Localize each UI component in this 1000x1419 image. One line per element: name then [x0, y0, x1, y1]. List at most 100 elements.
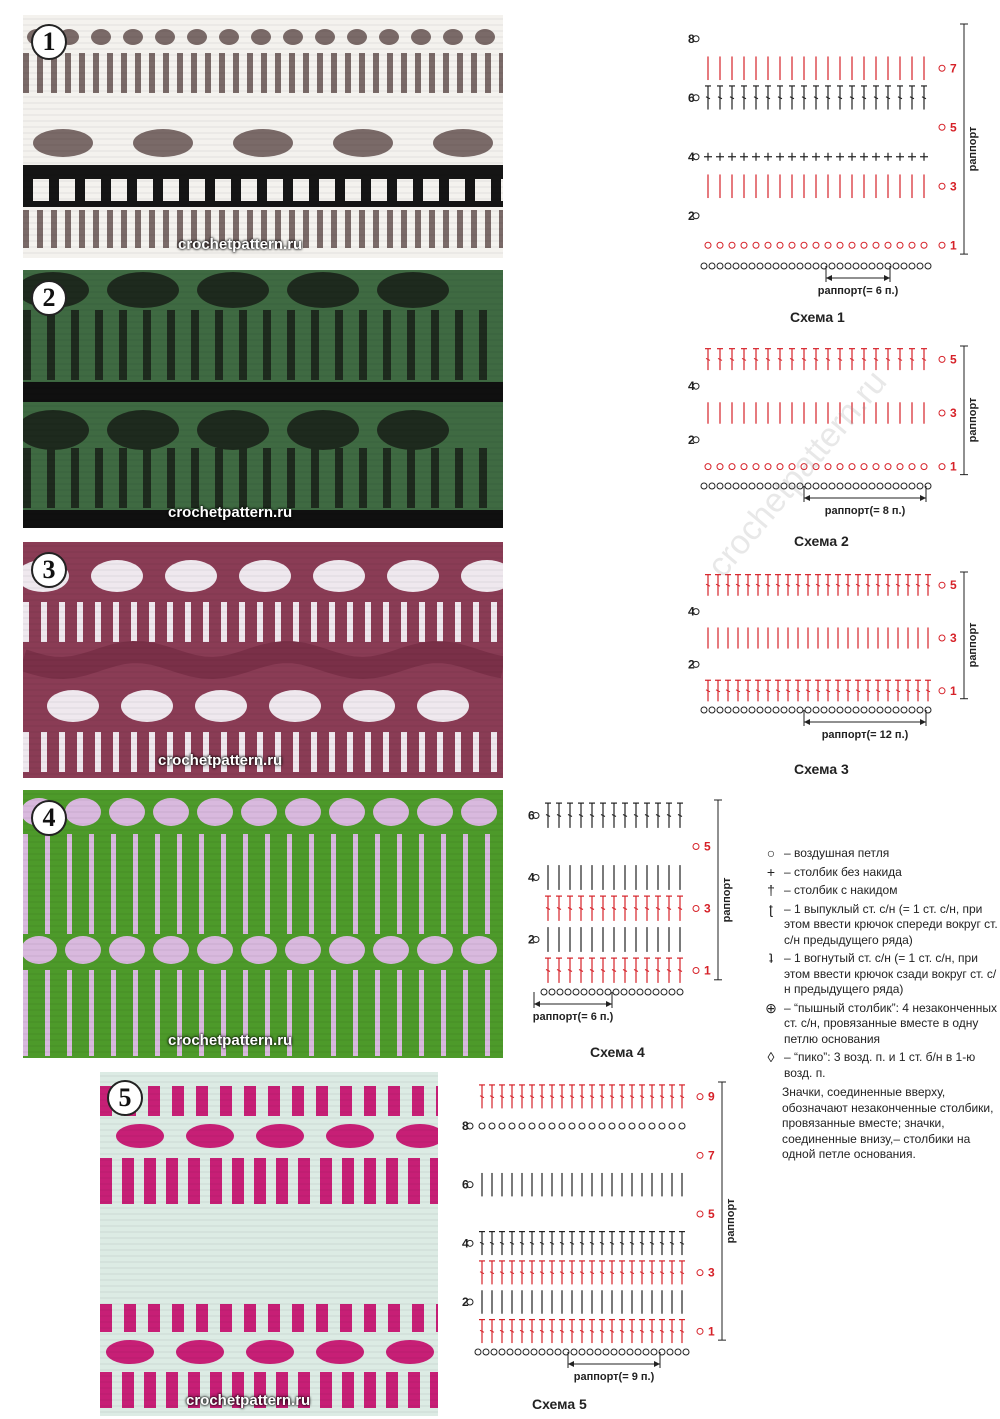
gap-bar — [131, 732, 137, 772]
repeat-label: раппорт(= 12 п.) — [822, 729, 909, 741]
row-number: 6 — [528, 809, 535, 823]
gap-bar — [239, 310, 247, 380]
yarn-over — [589, 1095, 595, 1099]
gap-bar — [89, 970, 94, 1056]
yarn-over — [499, 1329, 505, 1333]
chain-stitch — [728, 241, 736, 249]
double-crochet-icon: † — [767, 882, 775, 898]
chain-stitch — [804, 706, 812, 714]
yarn-over — [567, 814, 573, 817]
gap-bar — [177, 53, 183, 93]
yarn-over — [611, 907, 617, 910]
chain-stitch — [868, 706, 876, 714]
yarn-over — [785, 583, 791, 587]
turning-chain — [938, 182, 946, 190]
yarn-over — [755, 583, 761, 587]
gap-bar — [373, 53, 379, 93]
yarn-over — [837, 357, 843, 361]
photo-watermark-5: crochetpattern.ru — [186, 1392, 311, 1409]
gap-bar — [111, 834, 116, 934]
turning-chain — [938, 687, 946, 695]
chain-stitch — [578, 1122, 586, 1130]
chain-stitch — [804, 482, 812, 490]
gap-bar — [342, 1372, 354, 1408]
gap-bar — [293, 732, 299, 772]
turning-chain — [938, 463, 946, 471]
yarn-over — [745, 583, 751, 587]
open-space — [333, 129, 393, 157]
gap-bar — [265, 970, 270, 1056]
chain-stitch — [548, 988, 556, 996]
yarn-over — [622, 969, 628, 972]
sample-photo-5 — [100, 1072, 438, 1416]
open-space — [165, 560, 217, 592]
yarn-over — [777, 96, 783, 100]
gap-bar — [331, 210, 337, 248]
chain-stitch — [478, 1122, 486, 1130]
chain-stitch — [848, 463, 856, 471]
yarn-over — [753, 96, 759, 100]
yarn-over — [861, 96, 867, 100]
yarn-over — [813, 357, 819, 361]
gap-bar — [191, 310, 199, 380]
gap-bar — [23, 834, 28, 934]
yarn-over — [915, 583, 921, 587]
yarn-over — [905, 689, 911, 693]
yarn-over — [655, 814, 661, 817]
open-space — [313, 560, 365, 592]
open-space — [256, 1124, 304, 1148]
chain-stitch — [538, 1348, 546, 1356]
open-space — [153, 936, 189, 964]
yarn-over — [789, 96, 795, 100]
chain-stitch — [740, 241, 748, 249]
gap-bar — [144, 1158, 156, 1204]
yarn-over — [885, 357, 891, 361]
gap-bar — [275, 53, 281, 93]
gap-bar — [172, 1086, 184, 1116]
yarn-over — [569, 1329, 575, 1333]
stitch-band — [23, 165, 503, 179]
yarn-over — [925, 689, 931, 693]
yarn-over — [669, 1329, 675, 1333]
chain-stitch — [608, 1122, 616, 1130]
gap-bar — [419, 834, 424, 934]
yarn-over — [885, 583, 891, 587]
yarn-over — [569, 1271, 575, 1275]
chain-stitch — [844, 262, 852, 270]
gap-bar — [71, 448, 79, 508]
yarn-over — [479, 1271, 485, 1275]
chain-stitch — [638, 1122, 646, 1130]
row-number: 7 — [950, 61, 957, 75]
stitch-band — [23, 510, 503, 528]
chain-stitch — [884, 482, 892, 490]
gap-bar — [437, 732, 443, 772]
open-space — [417, 936, 453, 964]
chain-stitch — [796, 482, 804, 490]
yarn-over — [529, 1095, 535, 1099]
gap-bar — [167, 732, 173, 772]
yarn-over — [679, 1329, 685, 1333]
gap-bar — [485, 53, 491, 93]
gap-bar — [205, 179, 215, 203]
row-number: 8 — [688, 32, 695, 46]
yarn-over — [837, 96, 843, 100]
row-number: 8 — [462, 1119, 469, 1133]
chain-stitch — [538, 1122, 546, 1130]
gap-bar — [77, 602, 83, 642]
chain-stitch — [892, 262, 900, 270]
gap-bar — [491, 179, 501, 203]
gap-bar — [149, 602, 155, 642]
gap-bar — [185, 602, 191, 642]
open-space — [377, 410, 449, 450]
gap-bar — [289, 53, 295, 93]
yarn-over — [873, 357, 879, 361]
yarn-over — [529, 1271, 535, 1275]
gap-bar — [119, 310, 127, 380]
open-space — [239, 560, 291, 592]
gap-bar — [95, 732, 101, 772]
gap-bar — [37, 53, 43, 93]
gap-bar — [485, 834, 490, 934]
gap-bar — [221, 602, 227, 642]
yarn-over — [599, 1241, 605, 1245]
photo-watermark-1: crochetpattern.ru — [178, 236, 303, 253]
